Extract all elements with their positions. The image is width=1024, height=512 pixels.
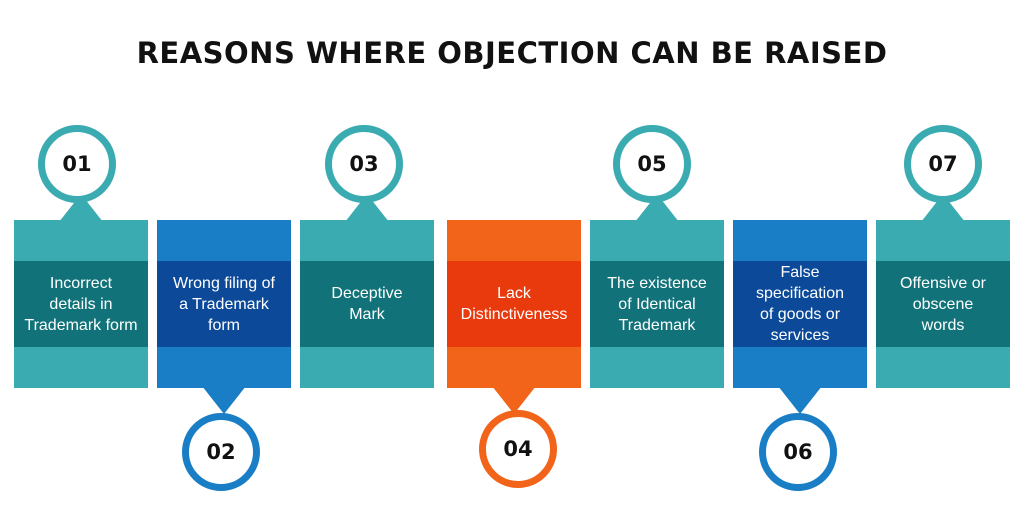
step-band-05: The existence of Identical Trademark — [590, 261, 724, 347]
step-band-06: False specification of goods or services — [733, 261, 867, 347]
step-number-05: 05 — [613, 125, 691, 203]
step-number-07: 07 — [904, 125, 982, 203]
step-pointer-04 — [492, 386, 536, 414]
step-text-06: False specification of goods or services — [755, 264, 845, 344]
step-band-03: Deceptive Mark — [300, 261, 434, 347]
step-number-03: 03 — [325, 125, 403, 203]
step-band-07: Offensive or obscene words — [876, 261, 1010, 347]
step-pointer-06 — [778, 386, 822, 414]
step-text-04: Lack Distinctiveness — [460, 285, 568, 323]
step-pointer-02 — [202, 386, 246, 414]
page-title: REASONS WHERE OBJECTION CAN BE RAISED — [136, 36, 888, 70]
step-card-01: Incorrect details in Trademark form — [14, 220, 148, 388]
step-text-05: The existence of Identical Trademark — [607, 274, 707, 334]
step-text-01: Incorrect details in Trademark form — [24, 274, 138, 334]
step-band-04: Lack Distinctiveness — [447, 261, 581, 347]
step-text-02: Wrong filing of a Trademark form — [173, 274, 275, 334]
step-card-05: The existence of Identical Trademark — [590, 220, 724, 388]
step-card-07: Offensive or obscene words — [876, 220, 1010, 388]
step-text-03: Deceptive Mark — [331, 285, 403, 323]
step-number-06: 06 — [759, 413, 837, 491]
step-card-04: Lack Distinctiveness — [447, 220, 581, 388]
step-number-01: 01 — [38, 125, 116, 203]
step-number-04: 04 — [479, 410, 557, 488]
step-number-02: 02 — [182, 413, 260, 491]
step-card-03: Deceptive Mark — [300, 220, 434, 388]
step-card-02: Wrong filing of a Trademark form — [157, 220, 291, 388]
step-text-07: Offensive or obscene words — [900, 274, 986, 334]
step-band-01: Incorrect details in Trademark form — [14, 261, 148, 347]
step-band-02: Wrong filing of a Trademark form — [157, 261, 291, 347]
step-card-06: False specification of goods or services — [733, 220, 867, 388]
